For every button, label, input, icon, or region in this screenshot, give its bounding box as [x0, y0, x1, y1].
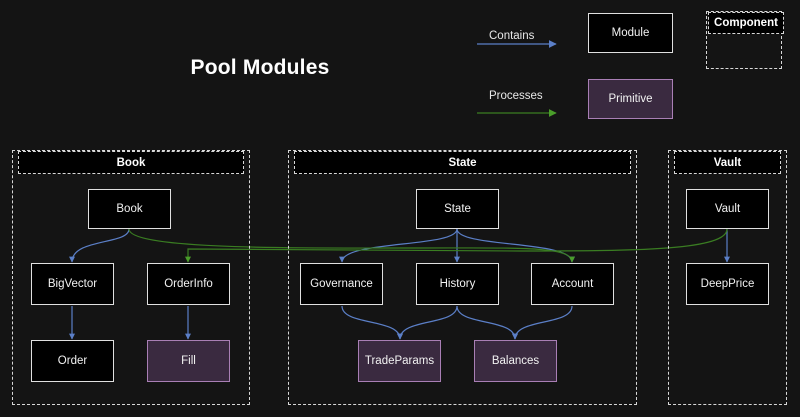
- node-orderinfo[interactable]: OrderInfo: [147, 263, 230, 305]
- node-deepprice[interactable]: DeepPrice: [686, 263, 769, 305]
- node-fill[interactable]: Fill: [147, 340, 230, 382]
- group-vault-label: Vault: [674, 151, 781, 174]
- node-tradeparams[interactable]: TradeParams: [358, 340, 441, 382]
- node-history[interactable]: History: [416, 263, 499, 305]
- node-account[interactable]: Account: [531, 263, 614, 305]
- node-bigvector[interactable]: BigVector: [31, 263, 114, 305]
- node-balances[interactable]: Balances: [474, 340, 557, 382]
- node-order[interactable]: Order: [31, 340, 114, 382]
- page-title: Pool Modules: [190, 56, 330, 79]
- legend-component-label: Component: [708, 12, 784, 34]
- node-state[interactable]: State: [416, 189, 499, 229]
- group-book: [12, 150, 250, 405]
- legend-contains-label: Contains: [489, 30, 535, 42]
- legend-processes-label: Processes: [489, 90, 543, 102]
- legend-primitive-box: Primitive: [588, 79, 673, 119]
- group-book-label: Book: [18, 151, 244, 174]
- group-state-label: State: [294, 151, 631, 174]
- legend-module-box: Module: [588, 13, 673, 53]
- group-state: [288, 150, 637, 405]
- legend-component-box: [706, 11, 782, 69]
- node-governance[interactable]: Governance: [300, 263, 383, 305]
- node-book[interactable]: Book: [88, 189, 171, 229]
- group-vault: [668, 150, 787, 405]
- node-vault[interactable]: Vault: [686, 189, 769, 229]
